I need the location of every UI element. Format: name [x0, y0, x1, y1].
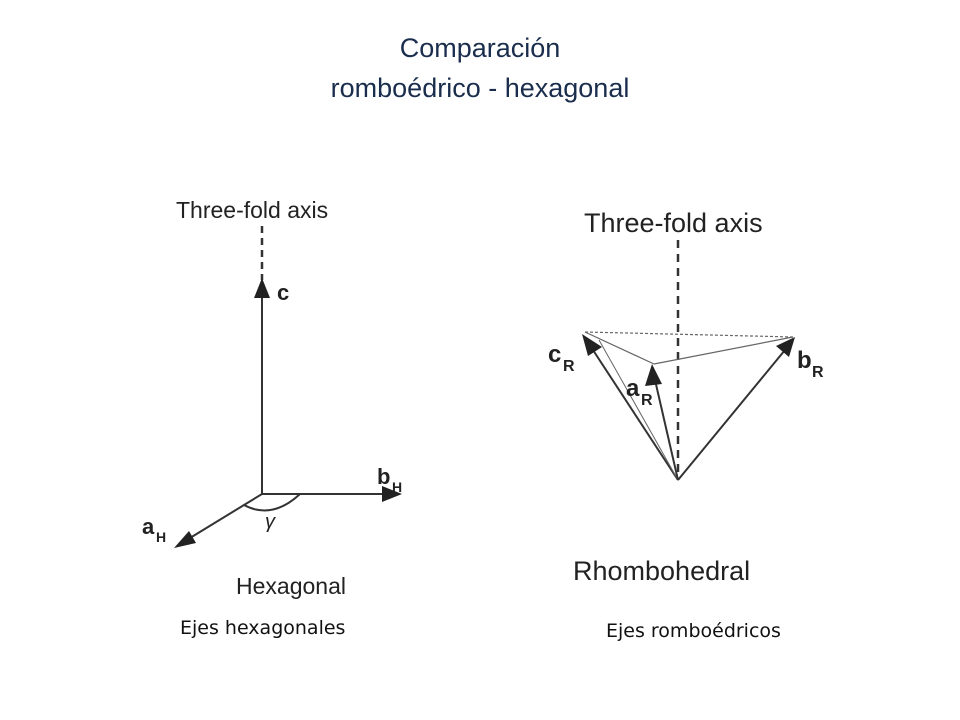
hex-three-fold-axis-label: Three-fold axis: [176, 197, 328, 223]
rhomb-b-label: b: [797, 347, 812, 374]
hex-gamma-arc: [243, 493, 301, 512]
hex-a-label: a: [142, 514, 155, 539]
rhomb-b-arrowhead: [776, 337, 795, 357]
title-line-1: Comparación: [399, 33, 561, 63]
hex-b-subscript: H: [392, 479, 402, 495]
rhombohedral-figure: Three-fold axis c R a R b R Rhombohedral: [548, 208, 824, 586]
hex-b-label: b: [377, 464, 390, 489]
rhomb-three-fold-axis-label: Three-fold axis: [584, 208, 763, 238]
rhomb-a-label: a: [626, 375, 640, 402]
rhomb-figure-name: Rhombohedral: [573, 556, 750, 586]
caption-rhombohedral: Ejes romboédricos: [606, 620, 781, 642]
hex-a-subscript: H: [156, 529, 166, 545]
rhomb-c-subscript: R: [563, 358, 575, 375]
rhomb-tri-edge-a-b: [653, 336, 794, 365]
rhomb-a-subscript: R: [641, 392, 653, 409]
rhomb-c-label: c: [548, 341, 561, 368]
rhomb-b-vector: [677, 349, 786, 481]
rhomb-a-arrowhead: [645, 364, 662, 386]
hex-c-arrowhead: [254, 278, 270, 298]
hexagonal-figure: Three-fold axis c b H a H γ Hexagonal: [142, 197, 402, 599]
rhomb-c-vector: [590, 346, 679, 481]
hex-c-label: c: [277, 280, 289, 305]
hex-figure-name: Hexagonal: [236, 573, 346, 599]
hex-a-arrowhead: [174, 531, 196, 548]
hex-b-arrowhead: [382, 486, 402, 502]
rhomb-tri-edge-c-a: [584, 331, 655, 365]
hex-gamma-label: γ: [265, 511, 276, 533]
rhomb-b-subscript: R: [812, 364, 824, 381]
rhomb-c-arrowhead: [582, 334, 602, 356]
caption-hexagonal: Ejes hexagonales: [180, 617, 346, 639]
hex-a-axis: [189, 493, 263, 539]
rhomb-top-edge: [584, 331, 794, 338]
title-line-2: romboédrico - hexagonal: [330, 73, 630, 103]
rhomb-a-vector: [654, 379, 679, 481]
rhomb-c-vector-shadow: [598, 339, 679, 481]
